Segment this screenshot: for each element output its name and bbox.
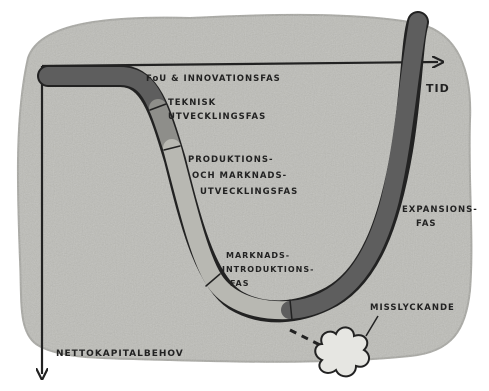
phase-label-fou: FoU & INNOVATIONSFAS (146, 74, 281, 84)
y-axis-label: NETTOKAPITALBEHOV (56, 349, 184, 359)
failure-label: MISSLYCKANDE (370, 303, 455, 313)
x-axis-label: TID (426, 82, 450, 95)
explosion-icon (315, 327, 369, 376)
